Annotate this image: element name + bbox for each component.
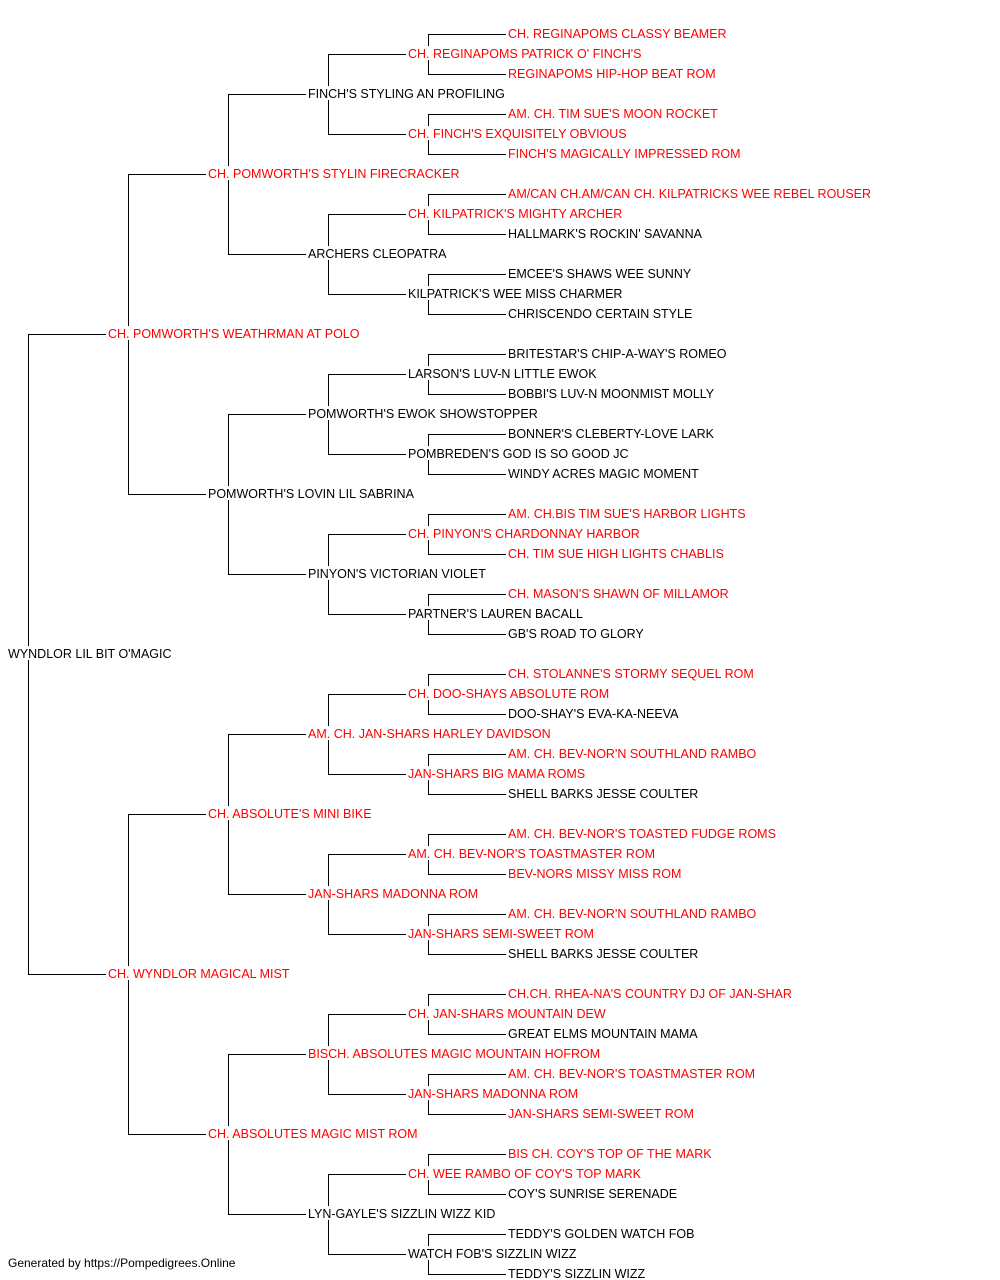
ancestor-name: HALLMARK'S ROCKIN' SAVANNA [508, 227, 703, 241]
champion-ancestor-name: CH. WYNDLOR MAGICAL MIST [108, 967, 290, 981]
ancestor-name: GREAT ELMS MOUNTAIN MAMA [508, 1027, 698, 1041]
champion-ancestor-name: FINCH'S MAGICALLY IMPRESSED ROM [508, 147, 741, 161]
champion-ancestor-name: CH. ABSOLUTES MAGIC MIST ROM [208, 1127, 418, 1141]
name-labels: WYNDLOR LIL BIT O'MAGIC CH. POMWORTH'S WE… [8, 27, 871, 1280]
champion-ancestor-name: AM. CH. BEV-NOR'S TOASTMASTER ROM [508, 1067, 755, 1081]
champion-ancestor-name: JAN-SHARS MADONNA ROM [408, 1087, 578, 1101]
ancestor-name: COY'S SUNRISE SERENADE [508, 1187, 677, 1201]
champion-ancestor-name: AM. CH. JAN-SHARS HARLEY DAVIDSON [308, 727, 551, 741]
footer-credit: Generated by https://Pompedigrees.Online [8, 1256, 236, 1270]
champion-ancestor-name: CH. REGINAPOMS PATRICK O' FINCH'S [408, 47, 642, 61]
ancestor-name: CHRISCENDO CERTAIN STYLE [508, 307, 692, 321]
champion-ancestor-name: JAN-SHARS SEMI-SWEET ROM [508, 1107, 694, 1121]
ancestor-name: TEDDY'S SIZZLIN WIZZ [508, 1267, 645, 1280]
subject-name: WYNDLOR LIL BIT O'MAGIC [8, 647, 172, 661]
champion-ancestor-name: CH. DOO-SHAYS ABSOLUTE ROM [408, 687, 609, 701]
champion-ancestor-name: CH. POMWORTH'S STYLIN FIRECRACKER [208, 167, 459, 181]
ancestor-name: WINDY ACRES MAGIC MOMENT [508, 467, 699, 481]
champion-ancestor-name: AM. CH. BEV-NOR'N SOUTHLAND RAMBO [508, 907, 757, 921]
ancestor-name: SHELL BARKS JESSE COULTER [508, 947, 698, 961]
ancestor-name: BONNER'S CLEBERTY-LOVE LARK [508, 427, 715, 441]
ancestor-name: GB'S ROAD TO GLORY [508, 627, 644, 641]
ancestor-name: EMCEE'S SHAWS WEE SUNNY [508, 267, 692, 281]
ancestor-name: SHELL BARKS JESSE COULTER [508, 787, 698, 801]
champion-ancestor-name: CH. POMWORTH'S WEATHRMAN AT POLO [108, 327, 360, 341]
ancestor-name: POMWORTH'S EWOK SHOWSTOPPER [308, 407, 538, 421]
champion-ancestor-name: AM. CH. BEV-NOR'S TOASTMASTER ROM [408, 847, 655, 861]
ancestor-name: TEDDY'S GOLDEN WATCH FOB [508, 1227, 694, 1241]
connector-lines [28, 34, 506, 1275]
champion-ancestor-name: AM. CH. BEV-NOR'N SOUTHLAND RAMBO [508, 747, 757, 761]
champion-ancestor-name: JAN-SHARS MADONNA ROM [308, 887, 478, 901]
champion-ancestor-name: AM. CH.BIS TIM SUE'S HARBOR LIGHTS [508, 507, 746, 521]
ancestor-name: FINCH'S STYLING AN PROFILING [308, 87, 505, 101]
ancestor-name: LYN-GAYLE'S SIZZLIN WIZZ KID [308, 1207, 495, 1221]
ancestor-name: POMBREDEN'S GOD IS SO GOOD JC [408, 447, 628, 461]
ancestor-name: BRITESTAR'S CHIP-A-WAY'S ROMEO [508, 347, 727, 361]
champion-ancestor-name: CH. PINYON'S CHARDONNAY HARBOR [408, 527, 640, 541]
champion-ancestor-name: CH. REGINAPOMS CLASSY BEAMER [508, 27, 727, 41]
champion-ancestor-name: CH. WEE RAMBO OF COY'S TOP MARK [408, 1167, 642, 1181]
ancestor-name: WATCH FOB'S SIZZLIN WIZZ [408, 1247, 577, 1261]
ancestor-name: DOO-SHAY'S EVA-KA-NEEVA [508, 707, 679, 721]
ancestor-name: PARTNER'S LAUREN BACALL [408, 607, 583, 621]
ancestor-name: POMWORTH'S LOVIN LIL SABRINA [208, 487, 415, 501]
champion-ancestor-name: AM. CH. BEV-NOR'S TOASTED FUDGE ROMS [508, 827, 776, 841]
champion-ancestor-name: JAN-SHARS SEMI-SWEET ROM [408, 927, 594, 941]
champion-ancestor-name: CH. JAN-SHARS MOUNTAIN DEW [408, 1007, 606, 1021]
champion-ancestor-name: CH. ABSOLUTE'S MINI BIKE [208, 807, 372, 821]
champion-ancestor-name: AM/CAN CH.AM/CAN CH. KILPATRICKS WEE REB… [508, 187, 871, 201]
ancestor-name: PINYON'S VICTORIAN VIOLET [308, 567, 486, 581]
ancestor-name: LARSON'S LUV-N LITTLE EWOK [408, 367, 597, 381]
champion-ancestor-name: BISCH. ABSOLUTES MAGIC MOUNTAIN HOFROM [308, 1047, 600, 1061]
champion-ancestor-name: CH.CH. RHEA-NA'S COUNTRY DJ OF JAN-SHAR [508, 987, 792, 1001]
ancestor-name: KILPATRICK'S WEE MISS CHARMER [408, 287, 622, 301]
champion-ancestor-name: CH. TIM SUE HIGH LIGHTS CHABLIS [508, 547, 724, 561]
champion-ancestor-name: AM. CH. TIM SUE'S MOON ROCKET [508, 107, 718, 121]
champion-ancestor-name: REGINAPOMS HIP-HOP BEAT ROM [508, 67, 716, 81]
champion-ancestor-name: JAN-SHARS BIG MAMA ROMS [408, 767, 585, 781]
champion-ancestor-name: BIS CH. COY'S TOP OF THE MARK [508, 1147, 712, 1161]
champion-ancestor-name: BEV-NORS MISSY MISS ROM [508, 867, 681, 881]
ancestor-name: BOBBI'S LUV-N MOONMIST MOLLY [508, 387, 715, 401]
champion-ancestor-name: CH. STOLANNE'S STORMY SEQUEL ROM [508, 667, 754, 681]
ancestor-name: ARCHERS CLEOPATRA [308, 247, 447, 261]
champion-ancestor-name: CH. KILPATRICK'S MIGHTY ARCHER [408, 207, 622, 221]
champion-ancestor-name: CH. MASON'S SHAWN OF MILLAMOR [508, 587, 729, 601]
champion-ancestor-name: CH. FINCH'S EXQUISITELY OBVIOUS [408, 127, 627, 141]
